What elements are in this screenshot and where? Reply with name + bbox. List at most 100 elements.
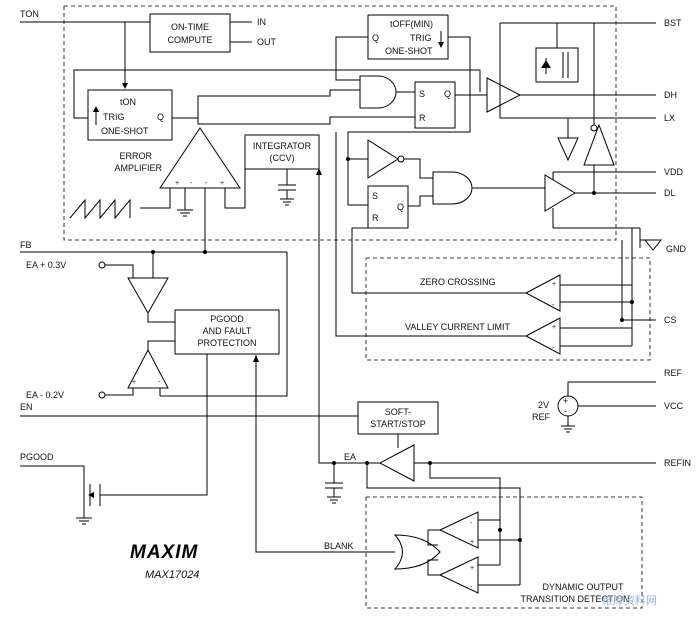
blank-label: BLANK <box>324 541 354 551</box>
wire-ea-integrator <box>224 150 246 209</box>
bst-switch-block <box>535 47 579 83</box>
wire-ea-to-integrator <box>318 170 340 464</box>
on-time-out-label: OUT <box>257 37 277 47</box>
svg-text:+: + <box>132 379 136 386</box>
toff-trig-label: TRIG <box>410 33 432 43</box>
wire-ramp <box>140 188 171 209</box>
dynamic-output-line1: DYNAMIC OUTPUT <box>543 582 625 592</box>
current-sense-outline <box>365 257 651 361</box>
wire-valley-limit <box>335 132 526 337</box>
arrow-ton-oneshot <box>122 83 128 89</box>
inverter <box>367 139 399 179</box>
pgood-fault-line1: PGOOD <box>210 314 244 324</box>
pin-label-ref: REF <box>664 368 683 378</box>
arrow-blank-up <box>253 355 259 362</box>
dl-driver <box>544 174 576 212</box>
svg-text:+: + <box>470 565 474 572</box>
svg-text:-: - <box>552 345 555 352</box>
sr2-q-label: Q <box>397 202 404 212</box>
valley-current-comparator <box>524 317 561 355</box>
and-gate-2 <box>432 171 473 205</box>
zero-crossing-label: ZERO CROSSING <box>420 277 496 287</box>
soft-start-line1: SOFT- <box>385 407 412 417</box>
error-amplifier-line2: AMPLIFIER <box>114 163 162 173</box>
ref-2v-line1: 2V <box>538 400 549 410</box>
lx-comparator-2 <box>583 123 615 166</box>
dynamic-output-line2: TRANSITION DETECTION <box>520 594 629 604</box>
pin-label-en: EN <box>20 402 33 412</box>
pin-label-bst: BST <box>664 18 682 28</box>
wire-blank <box>255 355 395 553</box>
pgood-fault-line2: AND FAULT <box>203 326 252 336</box>
pin-label-gnd: GND <box>666 244 687 254</box>
ea-label: EA <box>344 452 356 462</box>
sr1-q-label: Q <box>444 89 451 99</box>
wire-oneshot-r <box>197 116 415 125</box>
pgood-fault-line3: PROTECTION <box>197 338 256 348</box>
svg-text:-: - <box>158 379 161 386</box>
on-time-compute-line2: COMPUTE <box>168 35 213 45</box>
svg-text:-: - <box>470 584 473 591</box>
ea-plus-label: EA + 0.3V <box>26 260 66 270</box>
wire-pgood-out <box>100 354 208 496</box>
gnd-pin-symbol <box>643 239 663 251</box>
ramp-sawtooth <box>69 198 131 220</box>
toff-one-shot-label: ONE-SHOT <box>385 46 433 56</box>
svg-text:+: + <box>552 281 556 288</box>
ton-q-label: Q <box>157 112 164 122</box>
toff-label: tOFF(MIN) <box>390 19 433 29</box>
error-amplifier-line1: ERROR <box>119 151 152 161</box>
pgood-comparator-high <box>127 277 169 315</box>
ton-trig-label: TRIG <box>103 112 125 122</box>
trig-up-arrow-icon <box>93 106 99 112</box>
ton-label: tON <box>120 97 136 107</box>
lx-comparator-1 <box>557 137 579 162</box>
ton-one-shot-block <box>87 89 173 141</box>
valley-current-limit-label: VALLEY CURRENT LIMIT <box>405 322 511 332</box>
wire-toff-trig <box>448 36 471 56</box>
zero-crossing-comparator <box>524 274 561 312</box>
pin-label-ton: TON <box>20 9 39 19</box>
integrator-block <box>244 134 320 170</box>
transition-comparator-1 <box>438 511 479 549</box>
on-time-compute-line1: ON-TIME <box>171 22 209 32</box>
controller-core-outline <box>63 5 617 241</box>
pin-label-refin: REFIN <box>664 458 691 468</box>
on-time-compute-block <box>149 13 231 53</box>
or-gate <box>393 534 441 570</box>
svg-text:+: + <box>563 396 568 406</box>
pin-label-vdd: VDD <box>664 167 684 177</box>
pin-label-fb: FB <box>20 240 32 250</box>
wire-toff-trig-down <box>347 56 471 206</box>
pin-label-dh: DH <box>664 90 677 100</box>
error-amplifier-triangle <box>159 127 241 189</box>
ea-in-minus1: - <box>190 180 193 187</box>
ea-minus-label: EA - 0.2V <box>26 390 64 400</box>
svg-text:-: - <box>564 406 567 416</box>
integrator-line2: (CCV) <box>270 153 295 163</box>
pin-label-lx: LX <box>664 113 675 123</box>
wire-ton-q <box>172 89 360 119</box>
sr-latch-1 <box>414 81 456 129</box>
sr1-s-label: S <box>419 89 425 99</box>
on-time-in-label: IN <box>257 17 266 27</box>
sr2-r-label: R <box>372 213 379 223</box>
wire-trig-feedback <box>73 69 481 119</box>
ea-in-plus: + <box>175 180 179 187</box>
ea-in-minus2: - <box>205 180 208 187</box>
pgood-fault-protection-block <box>174 309 280 355</box>
transition-comparator-2 <box>438 556 479 594</box>
sr-latch-2 <box>367 185 409 229</box>
dh-driver <box>486 77 522 113</box>
svg-text:+: + <box>470 539 474 546</box>
svg-text:+: + <box>552 324 556 331</box>
watermark: 维库资料网 <box>602 593 657 607</box>
dynamic-output-outline <box>365 496 643 609</box>
wire-zero-crossing <box>351 227 526 294</box>
pgood-comparator-low <box>127 348 169 389</box>
pin-label-vcc: VCC <box>664 401 684 411</box>
sr1-r-label: R <box>419 113 426 123</box>
wire-bst-lx-loop <box>499 23 656 119</box>
pin-label-cs: CS <box>664 315 677 325</box>
